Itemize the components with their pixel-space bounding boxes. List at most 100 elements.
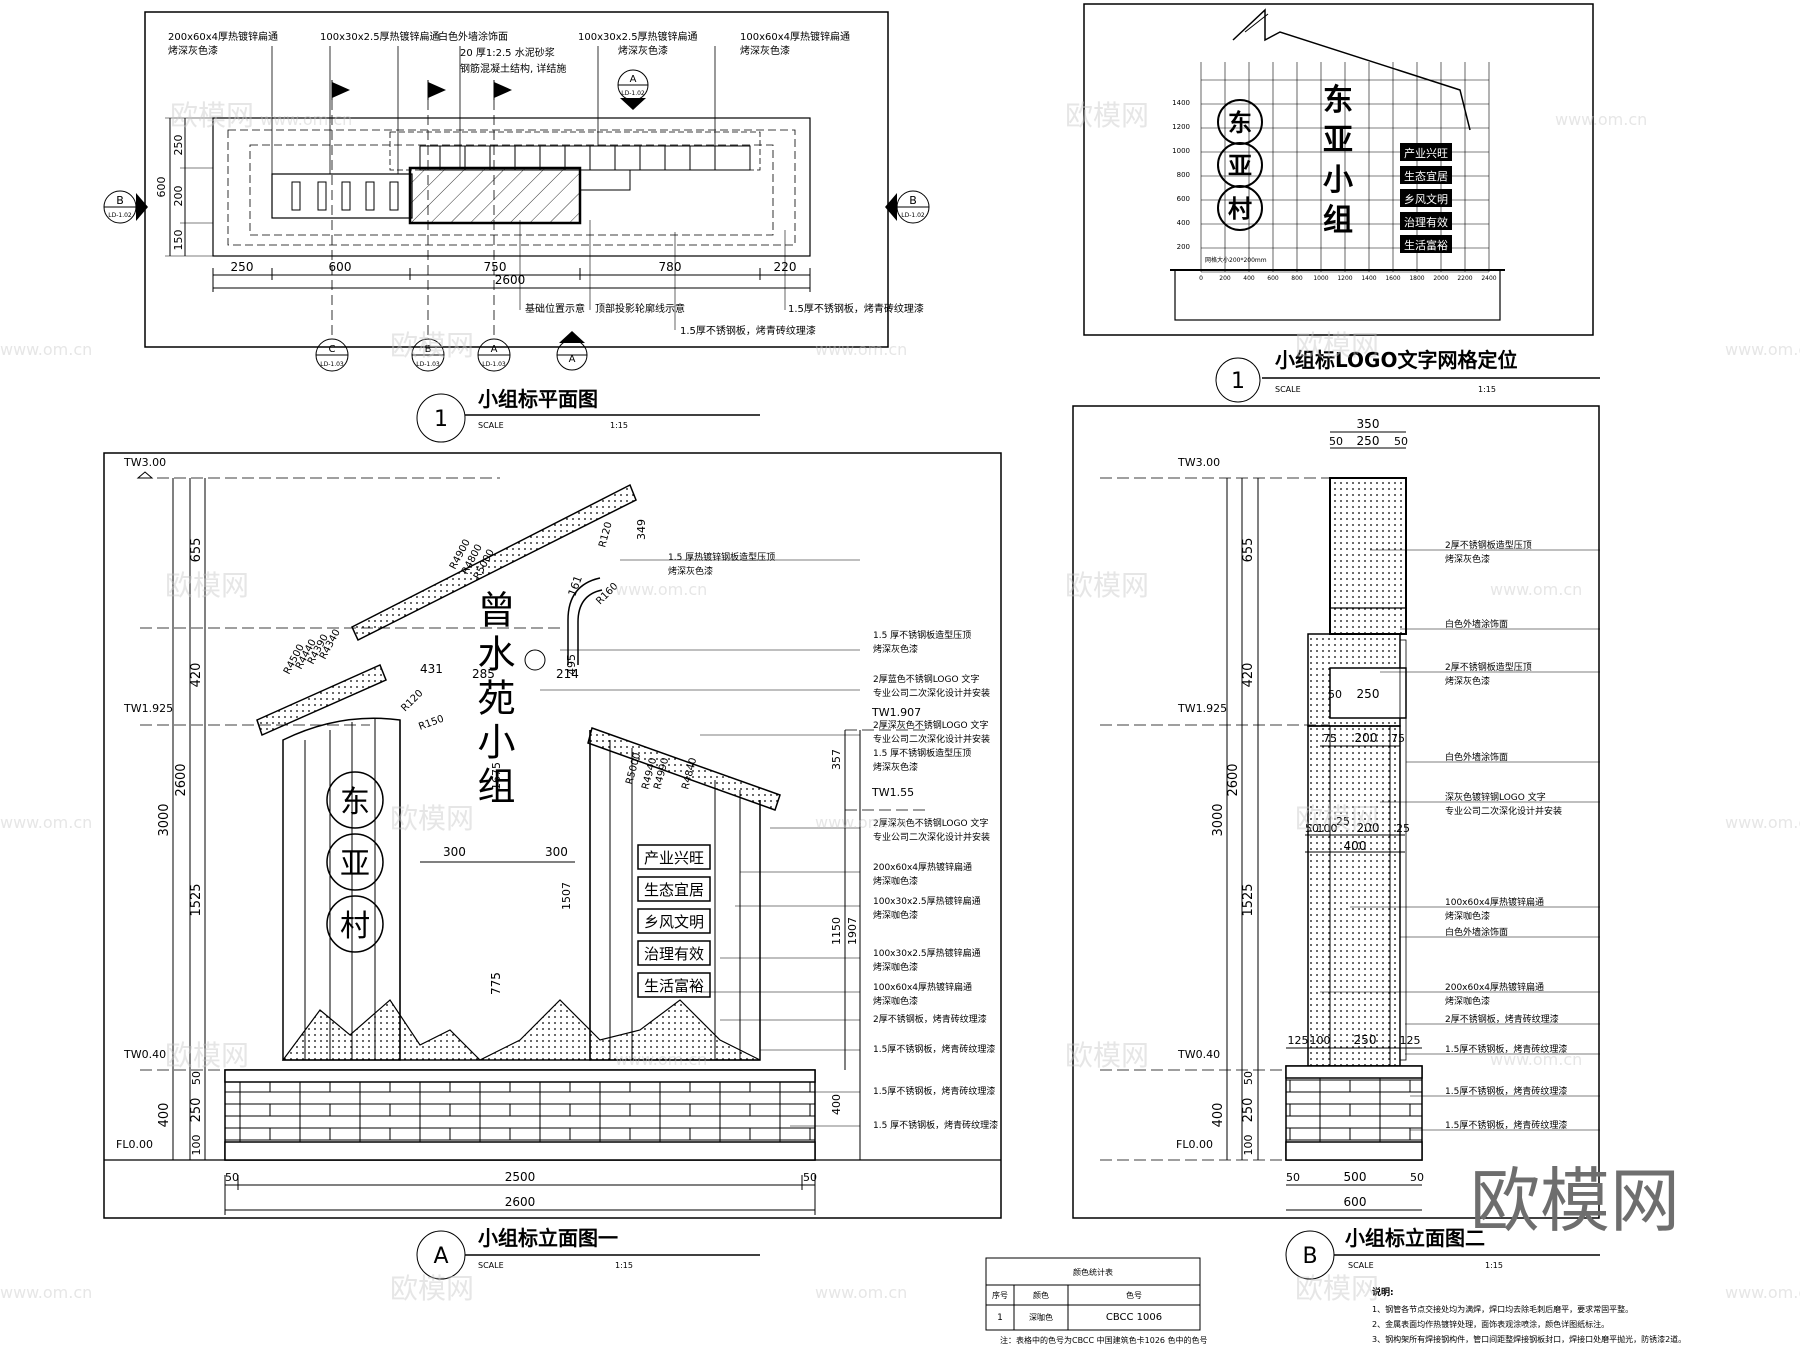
svg-text:www.om.cn: www.om.cn — [615, 1050, 707, 1069]
elevation-b-notes: 2厚不锈钢板造型压顶烤深灰色漆白色外墙涂饰面2厚不锈钢板造型压顶烤深灰色漆白色外… — [1320, 539, 1600, 1131]
svg-text:www.om.cn: www.om.cn — [1490, 580, 1582, 599]
svg-text:www.om.cn: www.om.cn — [1555, 110, 1647, 129]
svg-text:100x30x2.5厚热镀锌扁通: 100x30x2.5厚热镀锌扁通 — [578, 30, 698, 43]
svg-text:欧模网: 欧模网 — [390, 329, 474, 362]
section-marker-a-arrow: A — [556, 331, 588, 371]
section-marker-c: C LD-1.03 — [315, 338, 349, 372]
svg-text:400: 400 — [1177, 219, 1190, 227]
section-marker-a-top: A LD-1.02 — [617, 69, 649, 110]
svg-text:治理有效: 治理有效 — [644, 945, 704, 963]
svg-text:2600: 2600 — [505, 1195, 536, 1209]
elevation-b-note: 白色外墙涂饰面 — [1445, 751, 1508, 763]
svg-text:250: 250 — [172, 135, 185, 156]
svg-text:TW3.00: TW3.00 — [123, 456, 166, 469]
svg-text:治理有效: 治理有效 — [1404, 215, 1448, 229]
svg-text:SCALE: SCALE — [1275, 385, 1301, 394]
svg-text:小组标立面图一: 小组标立面图一 — [478, 1226, 618, 1250]
svg-text:www.om.cn: www.om.cn — [1725, 340, 1800, 359]
svg-text:FL0.00: FL0.00 — [116, 1138, 153, 1151]
svg-text:2400: 2400 — [1481, 275, 1496, 282]
svg-text:1.5厚不锈钢板，烤青砖纹理漆: 1.5厚不锈钢板，烤青砖纹理漆 — [680, 324, 816, 337]
grid-sign-plates: 产业兴旺 生态宜居 乡风文明 治理有效 生活富裕 — [1400, 143, 1452, 253]
elevation-b-view: TW3.00 TW1.925 TW0.40 FL0.00 3000 400 65… — [1072, 405, 1600, 1280]
svg-text:欧模网: 欧模网 — [170, 99, 254, 132]
svg-text:A: A — [433, 1244, 448, 1269]
svg-text:1: 1 — [1231, 369, 1245, 394]
svg-text:亚: 亚 — [340, 847, 370, 882]
elevation-a-note: 烤深咖色漆 — [873, 995, 918, 1007]
svg-text:75: 75 — [1391, 732, 1405, 745]
plan-callouts: 200x60x4厚热镀锌扁通 烤深灰色漆 100x30x2.5厚热镀锌扁通 白色… — [168, 30, 850, 75]
svg-text:B: B — [425, 344, 432, 355]
site-logo-watermark: 欧模网 — [1470, 1160, 1680, 1242]
elevation-a-note: 烤深咖色漆 — [873, 909, 918, 921]
svg-text:250: 250 — [1354, 1033, 1377, 1047]
svg-text:TW0.40: TW0.40 — [1177, 1048, 1220, 1061]
svg-text:欧模网: 欧模网 — [165, 569, 249, 602]
svg-text:250: 250 — [1357, 434, 1380, 448]
grid-frame — [1083, 3, 1594, 336]
elevation-a-note: 烤深灰色漆 — [873, 643, 918, 655]
svg-text:序号: 序号 — [992, 1290, 1008, 1300]
svg-text:LD-1.02: LD-1.02 — [901, 212, 925, 219]
svg-text:1907: 1907 — [846, 917, 859, 945]
svg-text:钢筋混凝土结构, 详结施: 钢筋混凝土结构, 详结施 — [460, 62, 566, 75]
logo-grid-view: 东 东 亚 村 产业兴旺 生态宜居 乡风文明 治理有效 生活富裕 东 亚 小 组… — [1083, 3, 1600, 403]
svg-text:100x60x4厚热镀锌扁通: 100x60x4厚热镀锌扁通 — [740, 30, 850, 43]
svg-text:颜色: 颜色 — [1033, 1290, 1049, 1300]
grid-title-block: 1 小组标LOGO文字网格定位 SCALE 1:15 — [1215, 348, 1600, 403]
svg-text:1、钢管各节点交接处均为满焊，焊口均去除毛刺后磨平，要求常固: 1、钢管各节点交接处均为满焊，焊口均去除毛刺后磨平，要求常固平整。 — [1372, 1304, 1633, 1314]
svg-text:www.om.cn: www.om.cn — [815, 340, 907, 359]
svg-text:CBCC 1006: CBCC 1006 — [1106, 1312, 1162, 1323]
svg-text:小组标立面图二: 小组标立面图二 — [1345, 1226, 1485, 1250]
elevation-a-note: 1.5厚不锈钢板，烤青砖纹理漆 — [873, 1043, 995, 1055]
elevation-a-note: 1.5 厚热镀锌钢板造型压顶 — [668, 551, 775, 563]
svg-text:说明:: 说明: — [1372, 1286, 1394, 1298]
svg-text:150: 150 — [172, 230, 185, 251]
svg-text:400: 400 — [1243, 275, 1255, 282]
elevation-b-note: 烤深灰色漆 — [1445, 675, 1490, 687]
svg-text:600: 600 — [1344, 1195, 1367, 1209]
elevation-a-note: 2厚深灰色不锈钢LOGO 文字 — [873, 817, 988, 829]
svg-text:1200: 1200 — [1337, 275, 1352, 282]
svg-text:800: 800 — [1291, 275, 1303, 282]
svg-text:1150: 1150 — [830, 917, 843, 945]
svg-text:生态宜居: 生态宜居 — [1404, 169, 1448, 183]
svg-text:350: 350 — [1357, 417, 1380, 431]
svg-text:LD-1.02: LD-1.02 — [621, 90, 645, 97]
elevation-a-note: 1.5厚不锈钢板，烤青砖纹理漆 — [873, 1085, 995, 1097]
svg-text:TW1.55: TW1.55 — [871, 786, 914, 799]
svg-text:欧模网: 欧模网 — [1295, 1272, 1379, 1305]
elevation-a-note: 2厚蓝色不锈钢LOGO 文字 — [873, 673, 979, 685]
svg-text:250: 250 — [231, 260, 254, 274]
svg-text:100: 100 — [1310, 1034, 1331, 1047]
svg-text:1000: 1000 — [1172, 147, 1190, 155]
svg-text:1:15: 1:15 — [610, 421, 628, 430]
svg-text:TW1.907: TW1.907 — [871, 706, 921, 719]
svg-text:欧模网: 欧模网 — [1065, 569, 1149, 602]
svg-text:烤深灰色漆: 烤深灰色漆 — [618, 44, 668, 57]
svg-text:www.om.cn: www.om.cn — [1725, 813, 1800, 832]
elevation-a-village-badges: 东 亚 村 — [326, 771, 384, 953]
svg-text:1800: 1800 — [1409, 275, 1424, 282]
svg-text:SCALE: SCALE — [478, 1261, 504, 1270]
elevation-b-note: 200x60x4厚热镀锌扁通 — [1445, 981, 1544, 993]
svg-text:欧模网: 欧模网 — [165, 1039, 249, 1072]
elevation-a-note: 烤深咖色漆 — [873, 875, 918, 887]
svg-text:烤深灰色漆: 烤深灰色漆 — [168, 44, 218, 57]
svg-text:2200: 2200 — [1457, 275, 1472, 282]
svg-text:3、钢构架所有焊接钢构件，管口间距整焊接钢板封口，焊接口处磨: 3、钢构架所有焊接钢构件，管口间距整焊接钢板封口，焊接口处磨平抛光，防锈漆2道。 — [1372, 1334, 1686, 1344]
svg-text:775: 775 — [489, 972, 503, 995]
svg-text:400: 400 — [830, 1094, 843, 1115]
svg-text:500: 500 — [1344, 1170, 1367, 1184]
svg-text:400: 400 — [1344, 839, 1367, 853]
svg-text:349: 349 — [635, 519, 648, 540]
svg-text:白色外墙涂饰面: 白色外墙涂饰面 — [438, 30, 508, 43]
svg-text:LD-1.03: LD-1.03 — [320, 361, 344, 368]
svg-text:50: 50 — [1329, 435, 1343, 448]
svg-text:100: 100 — [1317, 822, 1338, 835]
svg-text:www.om.cn: www.om.cn — [1725, 1283, 1800, 1302]
svg-text:1:15: 1:15 — [615, 1261, 633, 1270]
